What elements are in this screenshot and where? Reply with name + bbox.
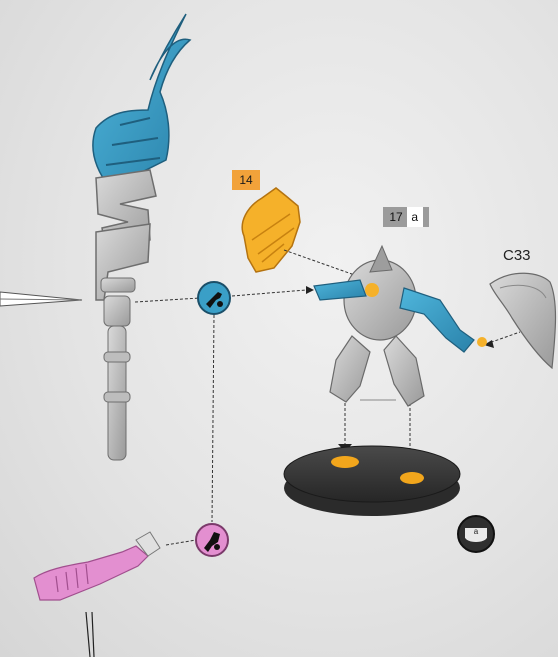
part-number-17-sub: a [407, 207, 423, 227]
round-base [284, 446, 460, 516]
part-number-c33: C33 [503, 247, 531, 264]
part-14-orange-arm [242, 188, 300, 272]
weapon-tip-left [0, 292, 82, 306]
part-number-17-main: 17 [389, 210, 402, 224]
base-icon-label: a [474, 527, 479, 536]
part-number-14: 14 [232, 170, 260, 190]
part-number-17: 17 a [383, 207, 429, 227]
pink-weapon-part [34, 532, 160, 657]
miniature-figure [314, 246, 487, 406]
weapon-attach-blue-icon [196, 280, 232, 316]
weapon-attach-pink-icon [194, 522, 230, 558]
base-size-icon: a [456, 514, 496, 554]
staff-weapon [93, 14, 190, 460]
part-c33-shield [490, 273, 556, 368]
